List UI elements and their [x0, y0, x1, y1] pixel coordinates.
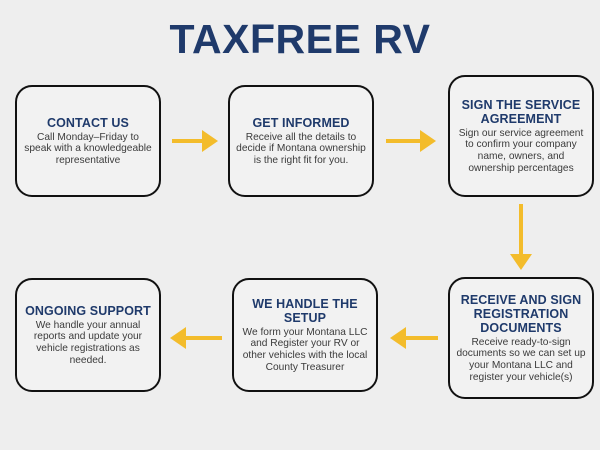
step-box-ongoing-support[interactable]: ONGOING SUPPORT We handle your annual re… [15, 278, 161, 392]
arrow-shaft [406, 336, 438, 340]
step-body: We handle your annual reports and update… [33, 319, 143, 366]
step-body: Receive ready-to-sign documents so we ca… [456, 336, 586, 383]
arrow-shaft [386, 139, 420, 143]
arrow-head [420, 130, 436, 152]
arrow-right-icon-2 [386, 129, 436, 153]
step-box-get-informed[interactable]: GET INFORMED Receive all the details to … [228, 85, 374, 197]
step-title: CONTACT US [46, 115, 129, 130]
step-title: RECEIVE AND SIGN REGISTRATION DOCUMENTS [460, 292, 582, 335]
step-box-sign-service-agreement[interactable]: SIGN THE SERVICE AGREEMENT Sign our serv… [448, 75, 594, 197]
step-title: GET INFORMED [252, 115, 350, 130]
step-body: Sign our service agreement to confirm yo… [458, 127, 584, 174]
arrow-shaft [519, 204, 523, 254]
step-body: Receive all the details to decide if Mon… [236, 131, 366, 166]
arrow-left-icon-5 [170, 326, 222, 350]
step-body: Call Monday–Friday to speak with a knowl… [24, 131, 152, 166]
arrow-left-icon-4 [390, 326, 438, 350]
arrow-right-icon-1 [172, 129, 218, 153]
arrow-head [170, 327, 186, 349]
step-title: ONGOING SUPPORT [25, 303, 151, 318]
arrow-head [510, 254, 532, 270]
step-box-receive-sign-registration-documents[interactable]: RECEIVE AND SIGN REGISTRATION DOCUMENTS … [448, 277, 594, 399]
step-title: WE HANDLE THE SETUP [252, 296, 358, 325]
arrow-down-icon-3 [508, 204, 534, 270]
step-title: SIGN THE SERVICE AGREEMENT [461, 97, 581, 126]
arrow-shaft [172, 139, 202, 143]
step-box-we-handle-the-setup[interactable]: WE HANDLE THE SETUP We form your Montana… [232, 278, 378, 392]
arrow-head [390, 327, 406, 349]
arrow-head [202, 130, 218, 152]
step-box-contact-us[interactable]: CONTACT US Call Monday–Friday to speak w… [15, 85, 161, 197]
page-title: TAXFREE RV [169, 16, 431, 62]
step-body: We form your Montana LLC and Register yo… [242, 326, 368, 373]
arrow-shaft [186, 336, 222, 340]
